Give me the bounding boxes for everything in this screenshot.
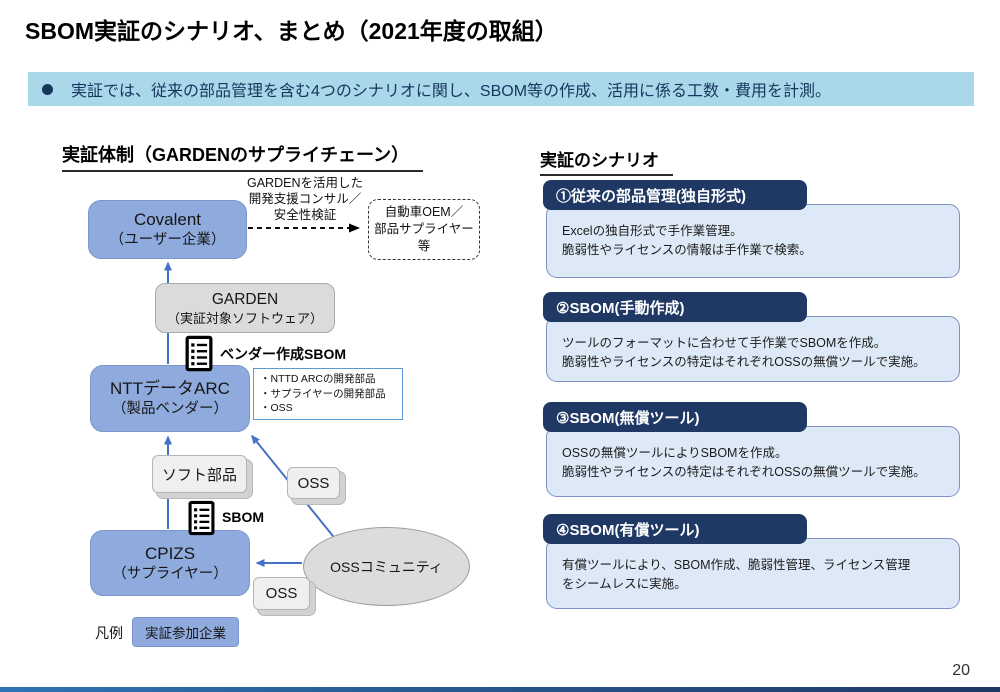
scenario-1-line2: 脆弱性やライセンスの情報は手作業で検索。 [562,243,812,257]
sbom-document-icon [188,500,215,536]
garden-role: （実証対象ソフトウェア） [166,310,323,326]
oss-lower-label: OSS [265,585,298,602]
sbom-contents-box: ・NTTD ARCの開発部品 ・サプライヤーの開発部品 ・OSS [253,368,403,420]
ntt-role: （製品ベンダー） [112,401,228,417]
garden-box: GARDEN （実証対象ソフトウェア） [155,283,335,333]
cpizs-name: CPIZS [144,543,196,563]
scenario-1-line1: Excelの独自形式で手作業管理。 [562,224,743,238]
garden-name: GARDEN [211,290,279,308]
consult-note-line3: 安全性検証 [273,208,337,222]
scenario-4-title-text: ④SBOM(有償ツール) [556,521,700,539]
sbom-content-item: ・NTTD ARCの開発部品 [260,373,376,385]
soft-parts-label: ソフト部品 [161,466,237,484]
oem-line1: 自動車OEM／ [384,205,464,219]
scenario-3-title: ③SBOM(無償ツール) [543,402,807,432]
scenario-1-title: ①従来の部品管理(独自形式) [543,180,807,210]
oss-upper-label: OSS [297,474,330,492]
scenario-1-title-text: ①従来の部品管理(独自形式) [556,187,746,205]
oss-community-label: OSSコミュニティ [330,558,443,575]
scenario-2-line2: 脆弱性やライセンスの特定はそれぞれOSSの無償ツールで実施。 [562,355,926,369]
ntt-box: NTTデータARC （製品ベンダー） [90,365,250,432]
legend-label: 凡例 [95,625,123,641]
sbom-label: SBOM [222,509,264,525]
scenario-3-line2: 脆弱性やライセンスの特定はそれぞれOSSの無償ツールで実施。 [562,465,926,479]
consult-note-line2: 開発支援コンサル／ [248,192,362,206]
bullet-icon [42,83,53,95]
scenario-4-line1: 有償ツールにより、SBOM作成、脆弱性管理、ライセンス管理 [562,558,911,572]
scenario-3-line1: OSSの無償ツールによりSBOMを作成。 [562,446,788,460]
consult-note-line1: GARDENを活用した [247,176,363,190]
scenario-4-line2: をシームレスに実施。 [562,577,687,591]
supply-chain-heading: 実証体制（GARDENのサプライチェーン） [62,141,424,172]
scenario-4-title: ④SBOM(有償ツール) [543,514,807,544]
scenario-1-body: Excelの独自形式で手作業管理。 脆弱性やライセンスの情報は手作業で検索。 [546,204,960,278]
legend-participant-box: 実証参加企業 [132,617,239,647]
sbom-content-item: ・サプライヤーの開発部品 [260,387,386,400]
footer-bar [0,687,1000,692]
oss-community-ellipse: OSSコミュニティ [303,527,470,606]
oem-box: 自動車OEM／ 部品サプライヤー等 [368,199,480,260]
vendor-sbom-label: ベンダー作成SBOM [220,346,346,362]
cpizs-role: （サプライヤー） [112,565,228,582]
page-number: 20 [952,662,970,679]
soft-parts-box: ソフト部品 [152,455,247,493]
oss-lower-box: OSS [253,577,310,610]
cpizs-box: CPIZS （サプライヤー） [90,530,250,596]
covalent-name: Covalent [133,210,202,229]
scenario-2-body: ツールのフォーマットに合わせて手作業でSBOMを作成。 脆弱性やライセンスの特定… [546,316,960,382]
legend-participant-label: 実証参加企業 [145,626,226,641]
scenario-3-body: OSSの無償ツールによりSBOMを作成。 脆弱性やライセンスの特定はそれぞれOS… [546,426,960,497]
sbom-content-item: ・OSS [260,402,293,414]
summary-text: 実証では、従来の部品管理を含む4つのシナリオに関し、SBOM等の作成、活用に係る… [71,83,832,100]
scenario-3-title-text: ③SBOM(無償ツール) [556,409,700,427]
scenario-4-body: 有償ツールにより、SBOM作成、脆弱性管理、ライセンス管理 をシームレスに実施。 [546,538,960,609]
covalent-box: Covalent （ユーザー企業） [88,200,247,259]
scenario-2-title: ②SBOM(手動作成) [543,292,807,322]
oss-upper-box: OSS [287,467,340,499]
scenario-2-title-text: ②SBOM(手動作成) [556,299,685,317]
summary-banner: 実証では、従来の部品管理を含む4つのシナリオに関し、SBOM等の作成、活用に係る… [28,72,974,106]
ntt-name: NTTデータARC [110,379,230,398]
oem-line2: 部品サプライヤー等 [374,222,474,253]
consult-note: GARDENを活用した 開発支援コンサル／ 安全性検証 [238,175,372,223]
page-title: SBOM実証のシナリオ、まとめ（2021年度の取組） [25,18,558,44]
covalent-role: （ユーザー企業） [109,232,226,248]
scenario-2-line1: ツールのフォーマットに合わせて手作業でSBOMを作成。 [562,336,887,350]
sbom-document-icon [185,335,213,372]
scenarios-heading: 実証のシナリオ [540,146,673,176]
